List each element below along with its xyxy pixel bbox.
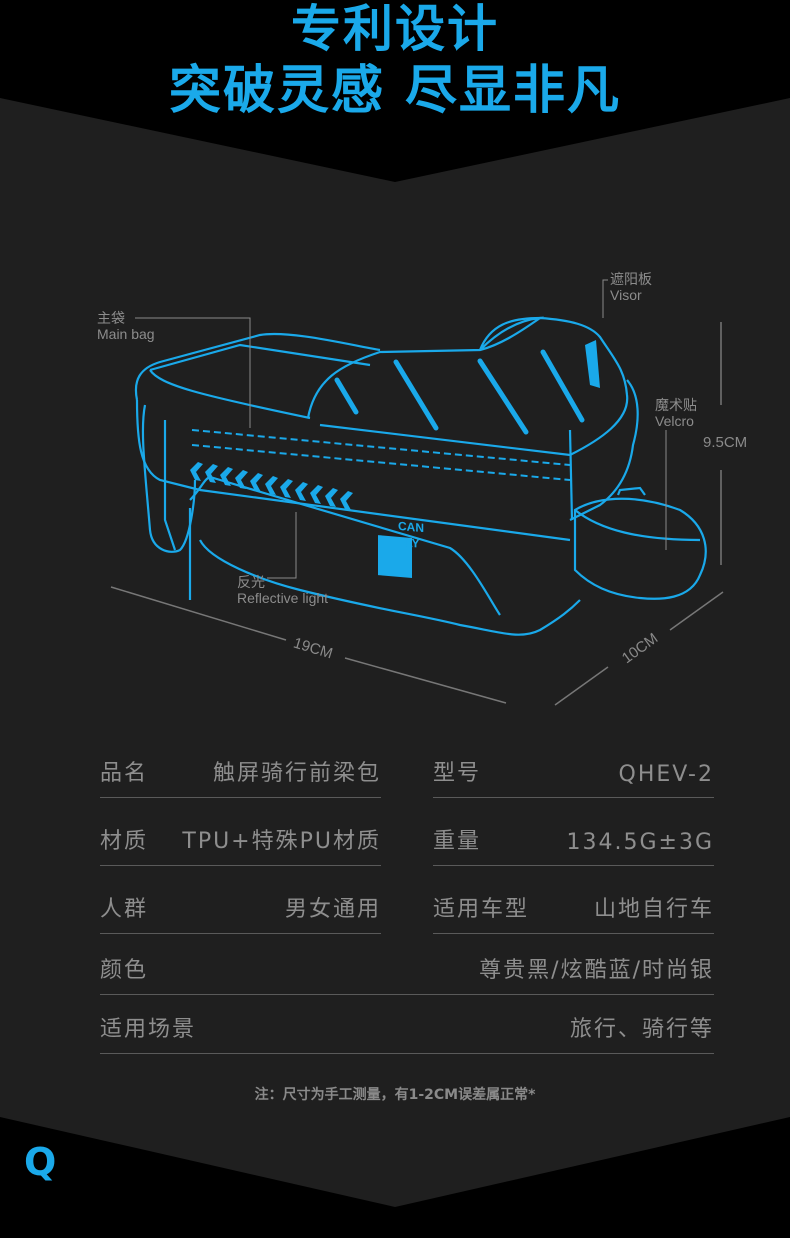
spec-label: 颜色 <box>100 958 149 983</box>
canfly-logo-mark <box>378 340 600 579</box>
spec-value: QHEV-2 <box>618 762 714 787</box>
spec-value: 尊贵黑/炫酷蓝/时尚银 <box>479 958 714 983</box>
spec-row-scenario: 适用场景 旅行、骑行等 <box>100 1013 714 1054</box>
visor-stripes <box>334 349 585 435</box>
spec-value: 134.5G±3G <box>566 830 714 855</box>
spec-value: 旅行、骑行等 <box>569 1017 714 1042</box>
spec-row-weight: 重量 134.5G±3G <box>433 825 714 866</box>
spec-row-material: 材质 TPU+特殊PU材质 <box>100 825 381 866</box>
headline-2: 突破灵感 尽显非凡 <box>168 61 622 121</box>
measurement-note: 注：尺寸为手工测量，有1-2CM误差属正常* <box>254 1087 536 1103</box>
reflective-chevrons <box>190 462 353 510</box>
label-leaders <box>135 279 667 579</box>
spec-value: 山地自行车 <box>593 897 714 922</box>
spec-label: 品名 <box>100 761 149 786</box>
dimension-lines <box>110 322 724 706</box>
headline-1: 专利设计 <box>291 0 499 58</box>
footer-banner <box>0 1117 790 1238</box>
spec-label: 型号 <box>433 761 482 786</box>
spec-row-model: 型号 QHEV-2 <box>433 757 714 798</box>
spec-value: 触屏骑行前梁包 <box>212 761 381 786</box>
height-dimension: 9.5CM <box>703 434 748 451</box>
spec-label: 材质 <box>100 829 149 854</box>
velcro-strap <box>573 486 707 600</box>
spec-label: 适用场景 <box>100 1017 197 1042</box>
spec-row-audience: 人群 男女通用 <box>100 893 381 934</box>
spec-label: 人群 <box>100 897 149 922</box>
spec-row-name: 品名 触屏骑行前梁包 <box>100 757 381 798</box>
spec-row-color: 颜色 尊贵黑/炫酷蓝/时尚银 <box>100 954 714 995</box>
spec-label: 重量 <box>433 829 482 854</box>
spec-value: TPU+特殊PU材质 <box>182 829 381 854</box>
spec-row-bike-type: 适用车型 山地自行车 <box>433 893 714 934</box>
header-banner <box>0 0 790 182</box>
spec-label: 适用车型 <box>433 897 530 922</box>
bag-outline <box>134 316 639 636</box>
zipper-stitching <box>191 429 571 481</box>
brand-logo-q: Q <box>24 1140 57 1184</box>
spec-value: 男女通用 <box>284 897 381 922</box>
